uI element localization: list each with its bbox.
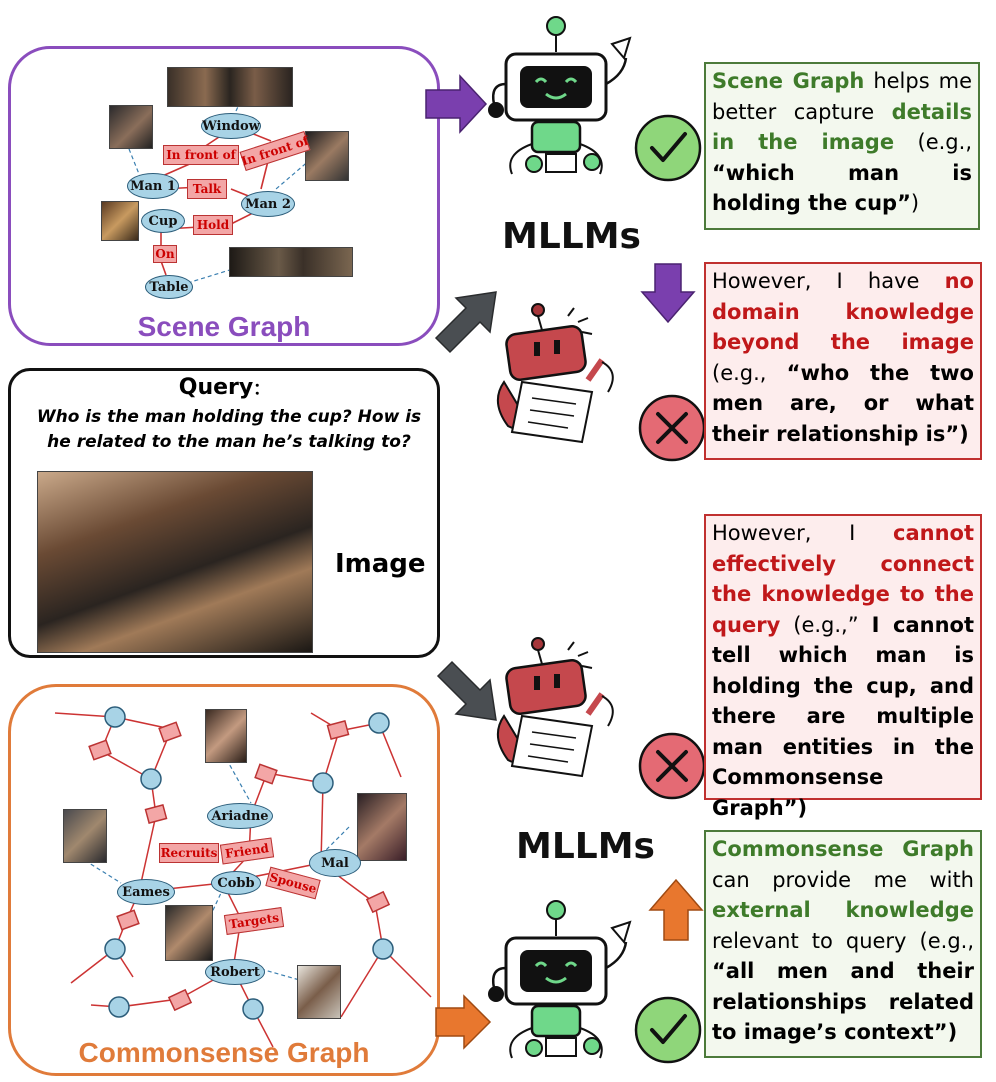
- check-icon-top: [634, 114, 702, 182]
- relation-recruits: Recruits: [159, 843, 219, 863]
- relation-in-front-of-1: In front of: [163, 145, 239, 165]
- happy-robot-bottom-icon: [488, 900, 632, 1059]
- cg-photo-cobb: [165, 905, 213, 961]
- node-man-1: Man 1: [127, 173, 179, 199]
- relation-talk: Talk: [187, 179, 227, 199]
- confused-robot-bottom-icon: [497, 637, 614, 778]
- query-image: [37, 471, 313, 653]
- scene-photo-man1: [109, 105, 153, 149]
- arrow-dark-down-right: [436, 660, 497, 721]
- commonsense-graph-panel: Ariadne Eames Cobb Mal Robert Recruits F…: [8, 684, 440, 1076]
- node-eames: Eames: [117, 879, 175, 905]
- scene-graph-benefit-box: Scene Graph helps me better capture deta…: [704, 62, 980, 230]
- cg-photo-eames: [63, 809, 107, 863]
- scene-photo-men: [167, 67, 293, 107]
- commonsense-graph-title: Commonsense Graph: [78, 1037, 370, 1068]
- node-robert: Robert: [205, 959, 265, 985]
- node-window: Window: [201, 113, 261, 139]
- scene-graph-title: Scene Graph: [137, 311, 311, 342]
- cross-icon-top: [638, 394, 706, 462]
- confused-robot-top-icon: [497, 303, 614, 444]
- node-table: Table: [145, 275, 193, 299]
- arrow-orange-right: [435, 994, 492, 1050]
- cg-photo-ariadne: [205, 709, 247, 763]
- arrow-purple-right: [425, 74, 488, 134]
- arrow-dark-up-right: [434, 291, 497, 354]
- query-text: Who is the man holding the cup? How is h…: [36, 407, 422, 452]
- mllm-label-bottom: MLLMs: [516, 826, 655, 867]
- scene-graph-panel: Window Man 1 Man 2 Cup Table In front of…: [8, 46, 440, 346]
- scene-photo-man2: [305, 131, 349, 181]
- query-label: Query：: [178, 375, 270, 400]
- no-domain-knowledge-box: However, I have no domain knowledge beyo…: [704, 262, 982, 460]
- mllm-label-top: MLLMs: [502, 216, 641, 257]
- cannot-connect-knowledge-box: However, I cannot effectively connect th…: [704, 514, 982, 820]
- query-panel: Query： Who is the man holding the cup? H…: [8, 368, 440, 658]
- cg-photo-mal: [357, 793, 407, 861]
- node-cobb: Cobb: [211, 871, 261, 895]
- cg-photo-robert: [297, 965, 341, 1019]
- check-icon-bottom: [634, 996, 702, 1064]
- relation-hold: Hold: [193, 215, 233, 235]
- node-man-2: Man 2: [241, 191, 295, 217]
- scene-photo-cup: [101, 201, 139, 241]
- commonsense-graph-benefit-box: Commonsense Graph can provide me with ex…: [704, 830, 982, 1058]
- arrow-orange-up: [648, 878, 704, 941]
- image-label: Image: [335, 549, 426, 579]
- arrow-purple-down: [640, 263, 696, 324]
- scene-photo-table: [229, 247, 353, 277]
- node-ariadne: Ariadne: [207, 803, 273, 829]
- cross-icon-bottom: [638, 732, 706, 800]
- node-cup: Cup: [141, 209, 185, 233]
- node-mal: Mal: [309, 849, 361, 877]
- happy-robot-top-icon: [488, 16, 632, 175]
- relation-on: On: [153, 245, 177, 263]
